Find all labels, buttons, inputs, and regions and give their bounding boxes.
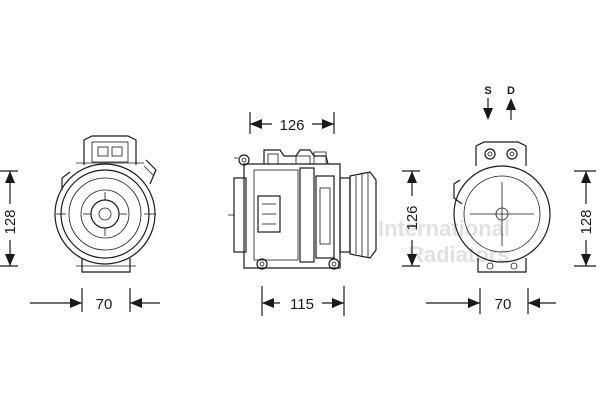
watermark-line-1: International — [378, 216, 510, 241]
rear-width-dimension: 70 — [495, 296, 512, 313]
side-bottom-arrow-right — [332, 298, 344, 308]
suction-port-label: S — [484, 85, 491, 97]
front-width-arrow-left — [70, 298, 82, 308]
side-height-arrow-top — [407, 171, 417, 183]
watermark-line-2: Radiators — [408, 242, 509, 267]
rear-height-dimension: 128 — [578, 209, 595, 234]
side-view: 126 — [228, 112, 421, 316]
watermark: International Radiators — [378, 216, 510, 267]
discharge-arrow-up — [506, 98, 516, 110]
front-height-arrow-bottom — [5, 254, 15, 266]
rear-width-arrow-right — [528, 298, 540, 308]
rear-width-arrow-left — [468, 298, 480, 308]
side-top-arrow-right — [322, 119, 334, 129]
front-width-dimension: 70 — [96, 296, 113, 313]
front-width-arrow-right — [130, 298, 142, 308]
rear-view: S D 128 — [426, 85, 596, 314]
side-bottom-dimension: 115 — [290, 296, 314, 313]
suction-arrow-down — [483, 108, 493, 120]
front-height-dimension: 128 — [2, 209, 19, 234]
side-height-arrow-bottom — [407, 254, 417, 266]
side-top-dimension: 126 — [279, 117, 304, 134]
side-top-arrow-left — [250, 119, 262, 129]
front-height-arrow-top — [5, 171, 15, 183]
rear-height-arrow-bottom — [581, 254, 591, 266]
rear-height-arrow-top — [581, 171, 591, 183]
front-view: 128 70 — [0, 135, 160, 313]
side-bottom-arrow-left — [262, 298, 274, 308]
discharge-port-label: D — [507, 85, 515, 97]
side-height-dimension: 126 — [404, 205, 421, 230]
